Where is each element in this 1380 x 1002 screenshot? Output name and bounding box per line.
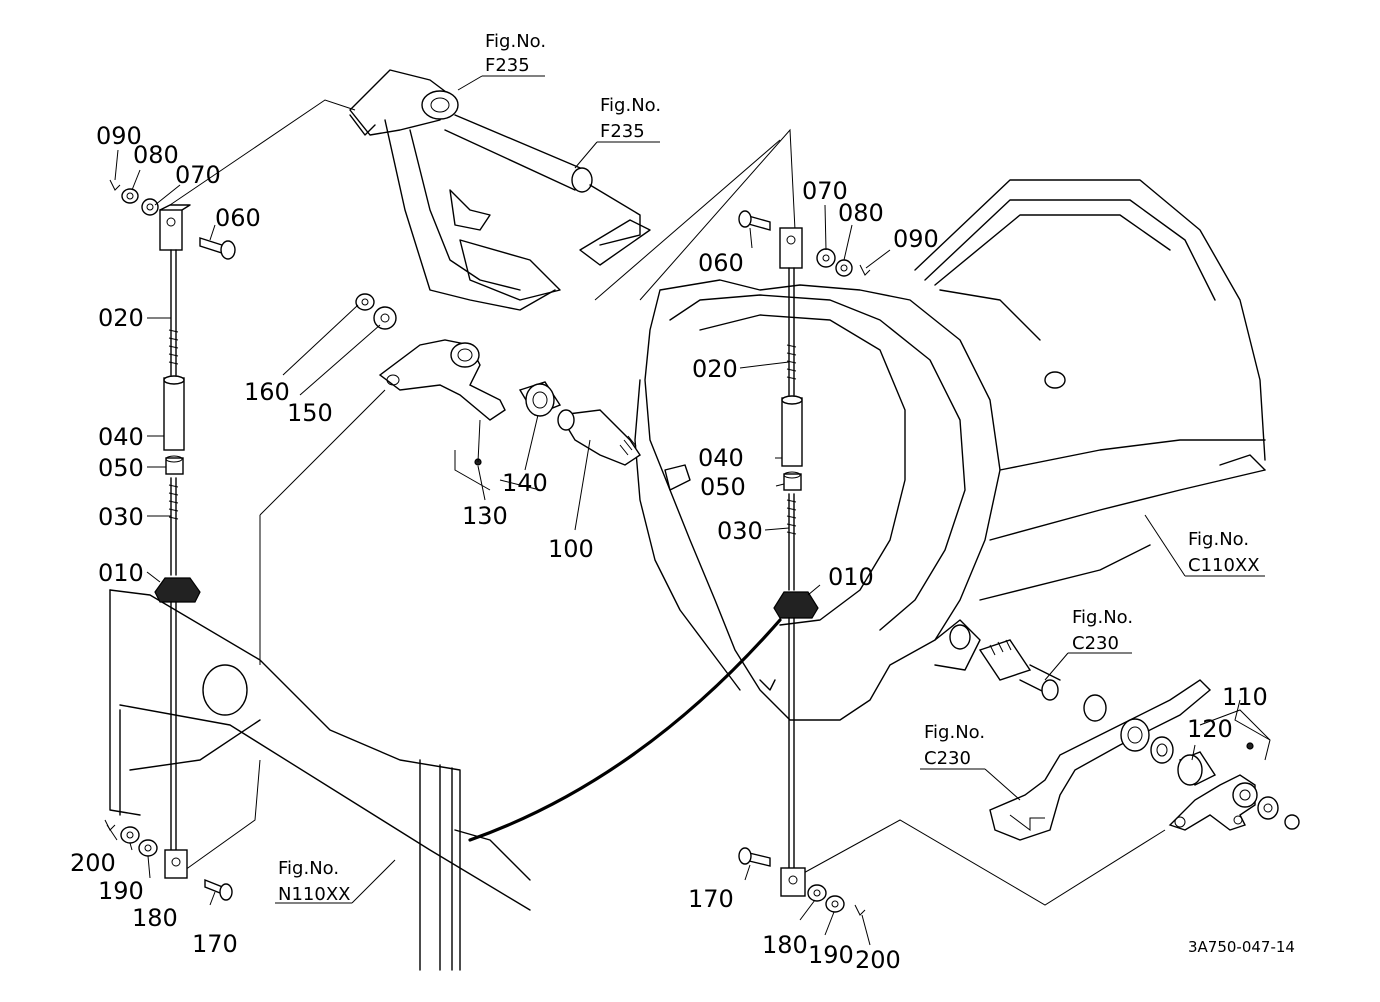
label-left-190: 190 <box>98 877 144 905</box>
label-130: 130 <box>462 502 508 530</box>
label-right-050: 050 <box>700 473 746 501</box>
fig-ref-underlines <box>275 75 1265 904</box>
label-right-060: 060 <box>698 249 744 277</box>
label-left-010: 010 <box>98 559 144 587</box>
label-140: 140 <box>502 469 548 497</box>
label-right-030: 030 <box>717 517 763 545</box>
label-right-200: 200 <box>855 946 901 974</box>
right-rod-assembly <box>738 210 871 916</box>
label-120: 120 <box>1187 715 1233 743</box>
label-150: 150 <box>287 399 333 427</box>
label-left-170: 170 <box>192 930 238 958</box>
fig-ref-c110xx: Fig.No.C110XX <box>1188 529 1260 576</box>
label-left-070: 070 <box>175 161 221 189</box>
transmission-housing <box>634 179 1266 721</box>
leader-lines <box>106 149 1271 946</box>
label-110: 110 <box>1222 683 1268 711</box>
connector-lines <box>169 99 1166 906</box>
label-left-080: 080 <box>133 141 179 169</box>
label-right-090: 090 <box>893 225 939 253</box>
label-right-040: 040 <box>698 444 744 472</box>
fig-ref-c230-upper: Fig.No.C230 <box>1072 607 1133 654</box>
label-right-080: 080 <box>838 199 884 227</box>
label-right-190: 190 <box>808 941 854 969</box>
frame-panel <box>109 589 531 971</box>
label-right-180: 180 <box>762 931 808 959</box>
center-lever-assembly <box>355 293 641 491</box>
label-left-060: 060 <box>215 204 261 232</box>
label-right-070: 070 <box>802 177 848 205</box>
label-left-090: 090 <box>96 122 142 150</box>
diagram-code: 3A750-047-14 <box>1188 938 1295 956</box>
label-right-020: 020 <box>692 355 738 383</box>
left-rod-assembly <box>104 179 236 901</box>
label-right-170: 170 <box>688 885 734 913</box>
label-160: 160 <box>244 378 290 406</box>
label-left-020: 020 <box>98 304 144 332</box>
label-left-180: 180 <box>132 904 178 932</box>
right-lever-assembly <box>978 639 1300 841</box>
label-left-030: 030 <box>98 503 144 531</box>
label-right-010: 010 <box>828 563 874 591</box>
pedal-assembly <box>349 69 651 311</box>
label-left-040: 040 <box>98 423 144 451</box>
label-left-050: 050 <box>98 454 144 482</box>
fig-ref-f235-top: Fig.No.F235 <box>485 31 546 76</box>
fig-ref-n110xx: Fig.No.N110XX <box>278 858 350 905</box>
throttle-cable <box>468 618 782 842</box>
fig-ref-f235-mid: Fig.No.F235 <box>600 95 661 142</box>
fig-ref-c230-lower: Fig.No.C230 <box>924 722 985 769</box>
label-left-200: 200 <box>70 849 116 877</box>
label-100: 100 <box>548 535 594 563</box>
